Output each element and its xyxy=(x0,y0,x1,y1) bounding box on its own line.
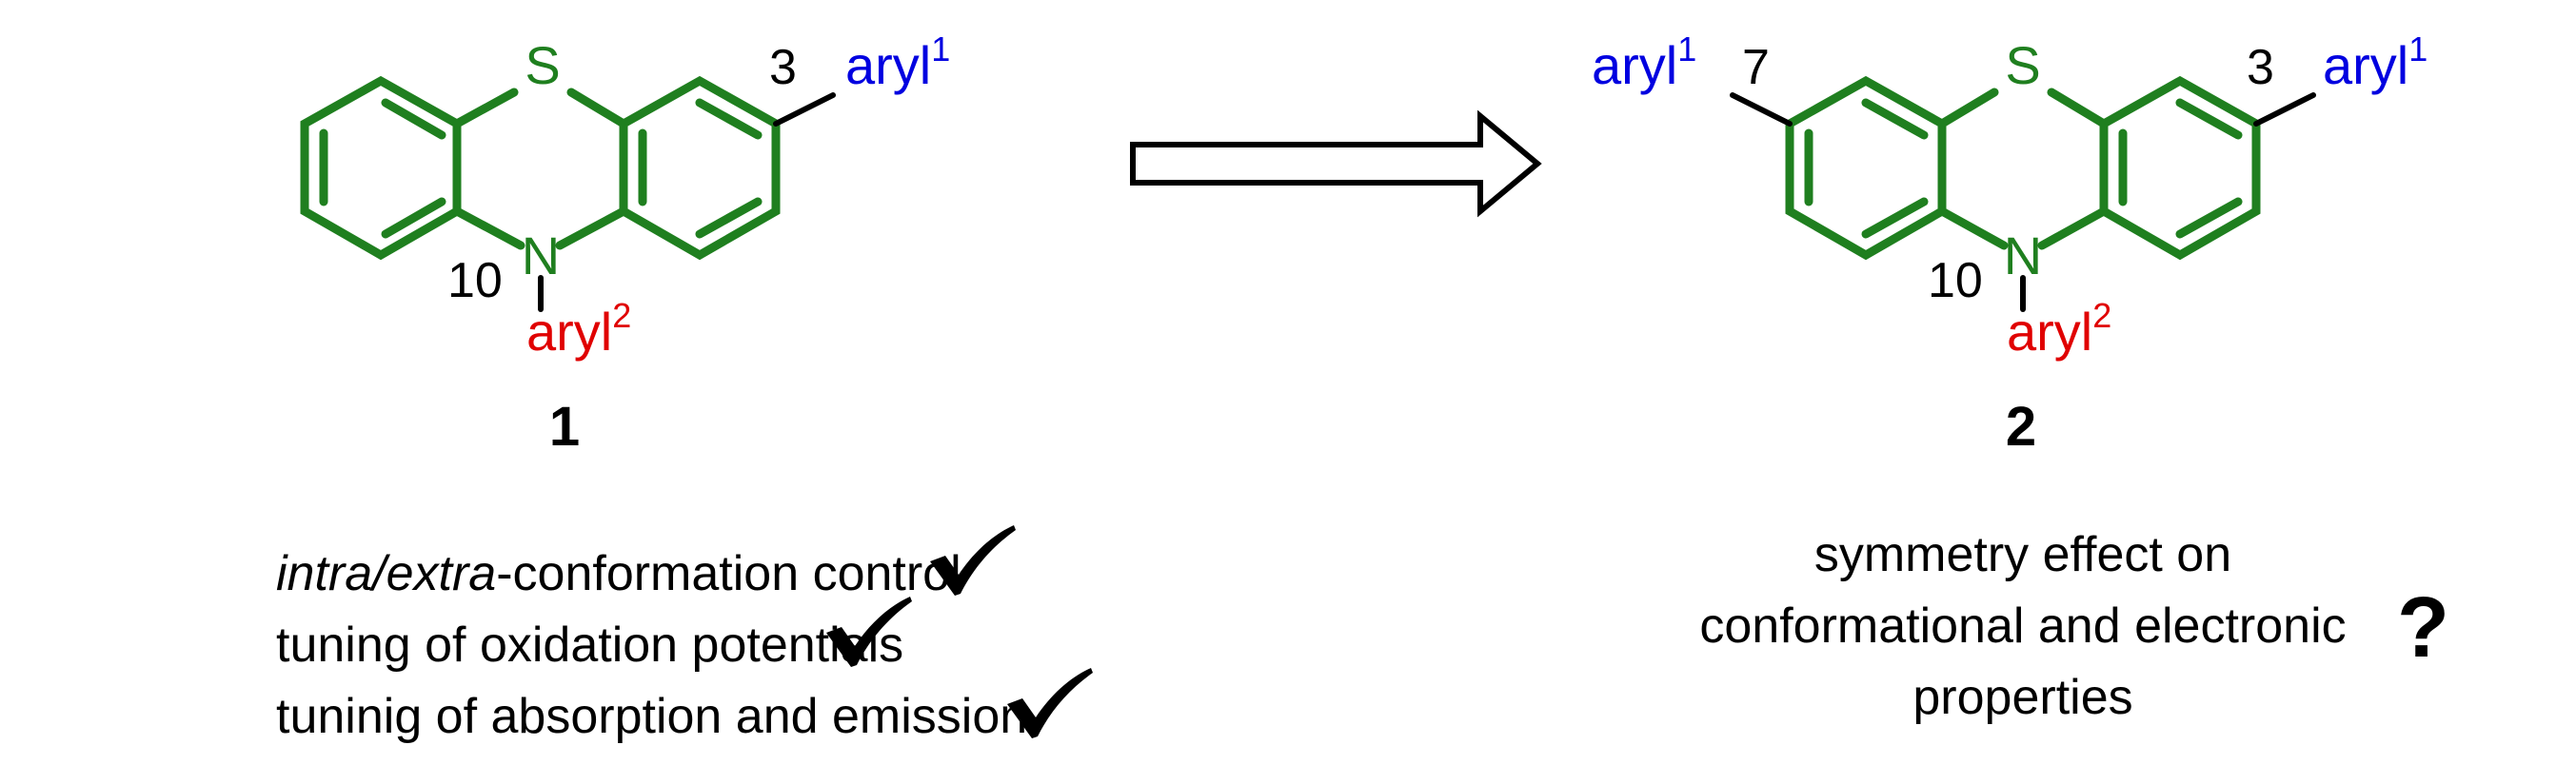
compound-2-label: 2 xyxy=(2006,396,2036,458)
note-conformational-electronic: conformational and electronic xyxy=(1699,598,2346,654)
aryl1-left-group-2: aryl1 xyxy=(1592,29,1696,95)
position-10-label-1: 10 xyxy=(447,253,503,308)
checkmark-icon xyxy=(826,597,912,667)
position-3-label-1: 3 xyxy=(769,40,797,95)
nitrogen-atom-1: N xyxy=(522,226,560,285)
open-arrow-right-icon xyxy=(1130,109,1542,218)
aryl2-group-2: aryl2 xyxy=(2007,296,2111,362)
nitrogen-atom-2: N xyxy=(2004,226,2042,285)
aryl1-right-group-2: aryl1 xyxy=(2323,29,2427,95)
compound-1-structure xyxy=(300,75,836,312)
note-oxidation-potentials: tuning of oxidation potentials xyxy=(276,618,903,673)
checkmark-icon xyxy=(1007,668,1093,738)
compound-2-structure xyxy=(1730,75,2316,312)
note-absorption-emission: tuninig of absorption and emission xyxy=(276,689,1027,744)
sulfur-atom-2: S xyxy=(2005,35,2040,95)
compound-1-label: 1 xyxy=(549,396,580,458)
position-7-label-2: 7 xyxy=(1742,40,1770,95)
note-symmetry-effect: symmetry effect on xyxy=(1814,527,2231,582)
question-mark-icon: ? xyxy=(2397,580,2449,676)
aryl2-group-1: aryl2 xyxy=(526,296,631,362)
position-3-label-2: 3 xyxy=(2247,40,2274,95)
checkmark-icon xyxy=(930,525,1016,596)
sulfur-atom-1: S xyxy=(525,35,560,95)
note-properties: properties xyxy=(1912,670,2132,725)
aryl1-group-1: aryl1 xyxy=(845,29,950,95)
position-10-label-2: 10 xyxy=(1928,253,1983,308)
note-conformation-control: intra/extra-conformation control xyxy=(276,546,961,601)
